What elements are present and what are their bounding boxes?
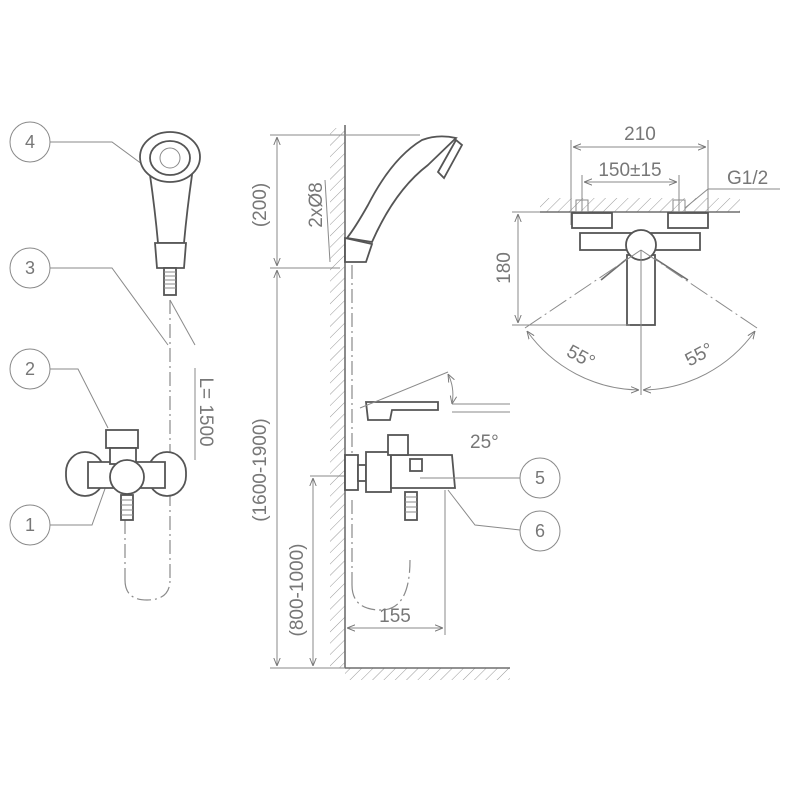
thread-label: G1/2 bbox=[727, 168, 768, 189]
swing-left-label: 55° bbox=[563, 341, 598, 373]
callout-number: 2 bbox=[25, 359, 35, 379]
lever-angle-label: 25° bbox=[470, 432, 499, 453]
wall-mixer bbox=[65, 429, 187, 521]
callout-4: 4 bbox=[9, 121, 151, 171]
bath-mixer: 25° bbox=[344, 371, 510, 521]
holder-offset-label: (200) bbox=[250, 183, 271, 227]
callout-2: 2 bbox=[9, 348, 109, 429]
callout-6: 6 bbox=[447, 489, 561, 552]
holder-screws-label: 2xØ8 bbox=[306, 182, 327, 227]
mixer-height-label: (800-1000) bbox=[287, 544, 308, 637]
callout-number: 3 bbox=[25, 258, 35, 278]
callout-number: 1 bbox=[25, 515, 35, 535]
callout-number: 5 bbox=[535, 468, 545, 488]
hose: L= 1500 bbox=[124, 299, 216, 601]
top-view: 210 150±15 G1/2 180 55° 55° bbox=[494, 124, 780, 395]
overall-width-label: 210 bbox=[624, 124, 656, 145]
centers-label: 150±15 bbox=[598, 160, 661, 181]
callout-number: 6 bbox=[535, 521, 545, 541]
swing-right-label: 55° bbox=[682, 339, 717, 371]
exploded-view: 4 3 2 1 bbox=[9, 121, 216, 601]
side-view: (200) (1600-1900) (800-1000) 2xØ8 bbox=[250, 125, 561, 680]
hand-shower bbox=[139, 131, 201, 296]
shower-height-label: (1600-1900) bbox=[250, 418, 271, 522]
callout-5: 5 bbox=[420, 457, 561, 499]
projection-label: 155 bbox=[379, 606, 411, 627]
side-hand-shower bbox=[344, 135, 464, 263]
callout-number: 4 bbox=[25, 132, 35, 152]
callout-3: 3 bbox=[9, 247, 169, 346]
hose-length-label: L= 1500 bbox=[195, 377, 216, 446]
depth-label: 180 bbox=[494, 252, 515, 284]
